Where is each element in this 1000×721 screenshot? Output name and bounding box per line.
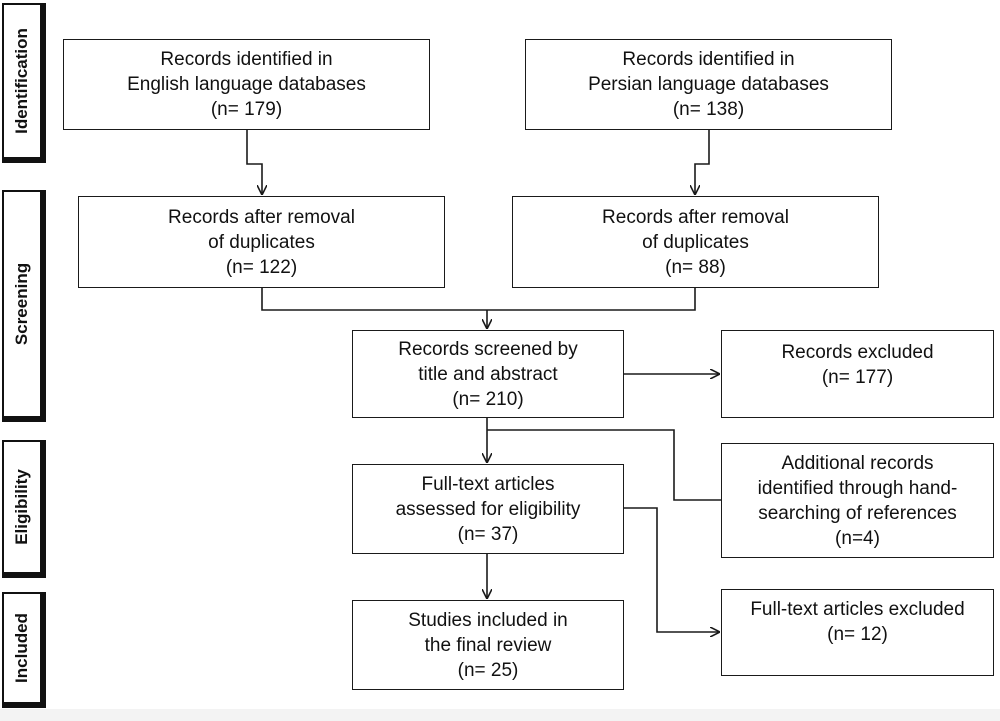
box-screened: Records screened by title and abstract (… <box>352 330 624 418</box>
text: Additional records <box>781 452 934 474</box>
text: Full-text articles <box>421 473 555 495</box>
stage-included: Included <box>2 592 46 708</box>
box-fulltext-assessed: Full-text articles assessed for eligibil… <box>352 464 624 554</box>
line-merge <box>261 288 696 311</box>
count: (n= 179) <box>210 99 283 120</box>
text: Records after removal <box>602 206 789 228</box>
text: English language databases <box>127 74 366 95</box>
count: (n= 210) <box>452 388 524 410</box>
text: Persian language databases <box>588 74 829 95</box>
text: Records screened by <box>398 338 578 360</box>
box-english-identified: Records identified in English language d… <box>63 39 430 130</box>
arrow-english-to-dedup <box>246 130 262 194</box>
text: assessed for eligibility <box>395 498 581 520</box>
text: Records identified in <box>622 49 795 70</box>
text: Studies included in <box>408 609 568 631</box>
text: the final review <box>424 634 552 656</box>
count: (n= 25) <box>457 659 519 681</box>
text: title and abstract <box>418 363 558 385</box>
count: (n= 122) <box>225 256 298 278</box>
arrow-persian-to-dedup <box>695 130 710 194</box>
box-persian-dedup: Records after removal of duplicates (n= … <box>512 196 879 288</box>
count: (n= 88) <box>665 256 726 278</box>
text: of duplicates <box>642 231 749 253</box>
count: (n= 177) <box>821 367 894 388</box>
box-english-dedup: Records after removal of duplicates (n= … <box>78 196 445 288</box>
box-records-excluded: Records excluded (n= 177) <box>721 330 994 418</box>
bottom-margin <box>0 709 1000 721</box>
arrow-fulltext-to-excluded <box>624 507 719 632</box>
count: (n= 37) <box>457 523 519 545</box>
stage-eligibility: Eligibility <box>2 440 46 578</box>
box-persian-identified: Records identified in Persian language d… <box>525 39 892 130</box>
box-additional-records: Additional records identified through ha… <box>721 443 994 558</box>
text: searching of references <box>758 502 957 524</box>
text: Records identified in <box>160 49 333 70</box>
count: (n=4) <box>835 527 880 549</box>
text: Records excluded <box>781 342 934 363</box>
line-additional-join <box>487 429 722 501</box>
text: identified through hand- <box>757 477 958 499</box>
box-fulltext-excluded: Full-text articles excluded (n= 12) <box>721 589 994 676</box>
stage-screening: Screening <box>2 190 46 422</box>
stage-identification: Identification <box>2 3 46 163</box>
count: (n= 12) <box>827 624 888 645</box>
text: Full-text articles excluded <box>750 599 965 620</box>
count: (n= 138) <box>672 99 745 120</box>
text: of duplicates <box>208 231 315 253</box>
text: Records after removal <box>168 206 355 228</box>
box-studies-included: Studies included in the final review (n=… <box>352 600 624 690</box>
